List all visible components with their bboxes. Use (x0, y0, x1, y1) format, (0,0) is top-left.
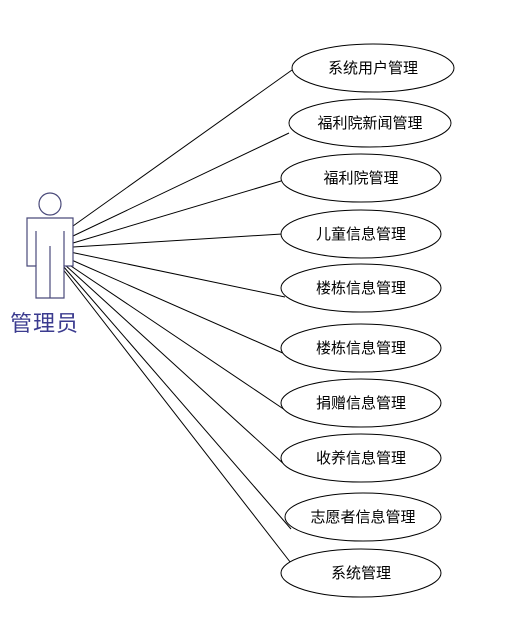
use-case-ellipse (280, 209, 442, 259)
actor-label: 管理员 (10, 312, 80, 337)
association-line (64, 261, 286, 411)
use-case-group: 系统用户管理福利院新闻管理福利院管理儿童信息管理楼栋信息管理楼栋信息管理捐赠信息… (280, 43, 455, 598)
use-case-label: 收养信息管理 (316, 449, 406, 467)
use-case-ellipse (280, 153, 442, 203)
use-case: 收养信息管理 (280, 433, 442, 483)
use-case: 福利院管理 (280, 153, 442, 203)
use-case: 志愿者信息管理 (284, 492, 442, 542)
use-case: 儿童信息管理 (280, 209, 442, 259)
association-line (72, 233, 283, 248)
use-case: 系统用户管理 (291, 43, 455, 93)
association-line (72, 132, 290, 237)
association-lines (61, 69, 295, 568)
use-case-label: 福利院管理 (323, 169, 398, 187)
use-case-ellipse (280, 263, 442, 313)
use-case-label: 楼栋信息管理 (316, 279, 406, 297)
use-case: 福利院新闻管理 (288, 98, 452, 148)
association-line (69, 251, 286, 298)
use-case-label: 捐赠信息管理 (316, 394, 406, 412)
use-case: 系统管理 (280, 548, 442, 598)
use-case: 楼栋信息管理 (280, 323, 442, 373)
actor-figure (26, 192, 74, 299)
use-case: 楼栋信息管理 (280, 263, 442, 313)
use-case-label: 系统用户管理 (328, 59, 418, 77)
use-case-ellipse (288, 98, 452, 148)
association-line (72, 69, 293, 227)
use-case: 捐赠信息管理 (280, 378, 442, 428)
use-case-label: 福利院新闻管理 (317, 114, 422, 132)
association-line (72, 180, 282, 244)
actor-head (38, 192, 62, 216)
use-case-ellipse (280, 323, 442, 373)
use-case-label: 志愿者信息管理 (310, 508, 415, 526)
use-case-label: 系统管理 (331, 564, 391, 582)
use-case-ellipse (280, 378, 442, 428)
use-case-label: 楼栋信息管理 (316, 339, 406, 357)
use-case-ellipse (284, 492, 442, 542)
use-case-ellipse (291, 43, 455, 93)
association-line (62, 265, 292, 530)
use-case-ellipse (280, 548, 442, 598)
association-line (66, 257, 286, 355)
association-line (61, 267, 295, 568)
use-case-ellipse (280, 433, 442, 483)
use-case-label: 儿童信息管理 (316, 225, 406, 243)
association-line (63, 263, 287, 467)
